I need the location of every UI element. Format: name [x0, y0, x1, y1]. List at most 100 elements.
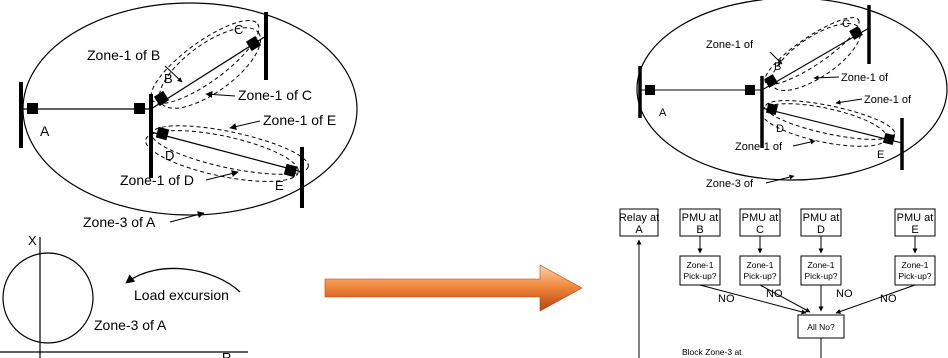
zone1-b-label: Zone-1 of B: [87, 47, 160, 63]
zone1-d-ellipse: [145, 130, 299, 182]
zone3-a-label: Zone-3 of A: [83, 214, 156, 230]
zone1-c-ellipse: [158, 27, 262, 109]
right-zone1-right-lower-pointer: [835, 98, 863, 105]
right-zone1-top-label: Zone-1 of: [706, 39, 754, 51]
pmu-box-c: [739, 208, 781, 237]
converge-line-b: [699, 284, 807, 315]
right-zone1-lower-pointer: [792, 139, 816, 147]
pickup-box-b-line1: Zone-1: [687, 260, 714, 270]
right-line-b-c: [761, 27, 870, 91]
no-label-c: NO: [766, 288, 783, 300]
pmu-box-c-line1: PMU at: [742, 212, 779, 224]
breaker-e: [283, 163, 298, 178]
pickup-box-b-line2: Pick-up?: [683, 271, 716, 281]
right-zone1-right-lower-label: Zone-1 of: [864, 94, 912, 106]
pmu-column-b: PMU at B Zone-1 Pick-up?: [679, 208, 721, 286]
flowchart: Relay at A PMU at B Zone-1 Pick-up? PMU …: [619, 208, 936, 358]
right-breaker-c: [849, 26, 863, 40]
right-bus-label-c: C: [842, 18, 850, 30]
zone3-plot-label: Zone-3 of A: [94, 317, 167, 333]
pmu-box-b: [679, 208, 721, 237]
no-label-e: NO: [880, 293, 897, 305]
breaker-b-up: [153, 90, 170, 107]
right-bus-label-a: A: [659, 107, 667, 119]
bus-label-d: D: [165, 148, 174, 163]
zone3-a-pointer: [169, 211, 205, 223]
right-zone1-lower-label: Zone-1 of: [735, 141, 783, 153]
pickup-box-c-line2: Pick-up?: [743, 271, 776, 281]
zone3-mho-circle: [2, 252, 94, 344]
zone1-b-pointer: [164, 65, 183, 83]
pmu-box-d-line2: D: [817, 224, 825, 236]
right-breaker-d: [765, 102, 779, 116]
zone1-e-label: Zone-1 of E: [263, 112, 336, 128]
pmu-box-e: [894, 208, 936, 237]
r-axis-label: R: [222, 350, 231, 358]
pmu-column-c: PMU at C Zone-1 Pick-up?: [739, 208, 781, 286]
relay-box-line1: Relay at: [619, 212, 659, 224]
pmu-box-e-line2: E: [911, 224, 918, 236]
converge-line-e: [835, 284, 916, 314]
right-bus-label-d: D: [776, 123, 784, 135]
bus-label-a: A: [40, 123, 50, 139]
right-zone1-ellipse-3: [764, 100, 896, 140]
breaker-c: [245, 35, 262, 52]
right-bus-label-b: B: [774, 61, 781, 73]
right-breaker-a: [645, 85, 655, 95]
all-no-label: All No?: [807, 322, 835, 332]
bus-label-c: C: [234, 22, 243, 37]
pmu-box-b-line1: PMU at: [682, 212, 719, 224]
relay-box: [619, 208, 659, 237]
right-bus-label-e: E: [877, 149, 884, 161]
zone1-c-pointer: [205, 90, 236, 98]
right-zone1-right-upper-pointer: [813, 75, 840, 81]
pickup-box-d-line1: Zone-1: [808, 260, 835, 270]
no-label-b: NO: [718, 293, 735, 305]
bus-label-b: B: [164, 71, 173, 86]
pickup-box-d-line2: Pick-up?: [804, 271, 837, 281]
zone1-d-pointer: [205, 170, 239, 181]
pmu-box-c-line2: C: [756, 224, 764, 236]
relay-box-line2: A: [635, 224, 643, 236]
load-excursion-curve: [125, 267, 241, 293]
pickup-box-e-line1: Zone-1: [902, 260, 929, 270]
bus-label-e: E: [275, 178, 284, 193]
breaker-a: [27, 103, 38, 114]
right-zone3-label: Zone-3 of: [706, 178, 754, 190]
right-network: A B C D E Zone-1 of Zone-1 of Zone-1 of …: [636, 0, 948, 190]
right-breaker-b-up: [764, 74, 778, 88]
pickup-box-b: [679, 255, 721, 286]
pmu-box-d: [800, 208, 842, 237]
pmu-box-e-line1: PMU at: [897, 212, 934, 224]
block-zone3-label: Block Zone-3 at: [682, 347, 742, 357]
right-zone3-ellipse: [636, 0, 948, 181]
right-breaker-b-left: [745, 85, 755, 95]
pickup-box-c-line1: Zone-1: [747, 260, 774, 270]
rx-plot: X R Load excursion Zone-3 of A: [0, 233, 248, 358]
pmu-column-d: PMU at D Zone-1 Pick-up?: [800, 208, 842, 286]
transition-arrow: [324, 264, 583, 312]
breaker-d: [155, 126, 170, 141]
pickup-box-d: [800, 255, 842, 286]
pickup-box-c: [739, 255, 781, 286]
no-label-d: NO: [836, 288, 853, 300]
right-line-d-e: [761, 107, 903, 144]
right-breaker-e: [882, 132, 896, 146]
pmu-column-e: PMU at E Zone-1 Pick-up?: [894, 208, 936, 286]
left-network: A B C D E Zone-1 of B Zone-1 of C Zone-1…: [19, 2, 358, 230]
right-zone1-right-upper-label: Zone-1 of: [841, 72, 889, 84]
converge-line-c: [759, 284, 811, 313]
right-zone1-top-pointer: [769, 51, 783, 65]
right-zone1-ellipse-1: [764, 17, 860, 85]
breaker-b-left: [134, 103, 145, 114]
line-d-e: [150, 131, 303, 173]
pmu-box-d-line1: PMU at: [803, 212, 840, 224]
right-zone1-ellipse-2: [770, 23, 862, 91]
zone1-d-label: Zone-1 of D: [120, 172, 194, 188]
zone1-e-pointer: [229, 120, 261, 130]
right-zone3-pointer: [765, 174, 795, 184]
x-axis-label: X: [28, 233, 37, 248]
line-b-c: [150, 35, 267, 110]
pickup-box-e-line2: Pick-up?: [898, 271, 931, 281]
